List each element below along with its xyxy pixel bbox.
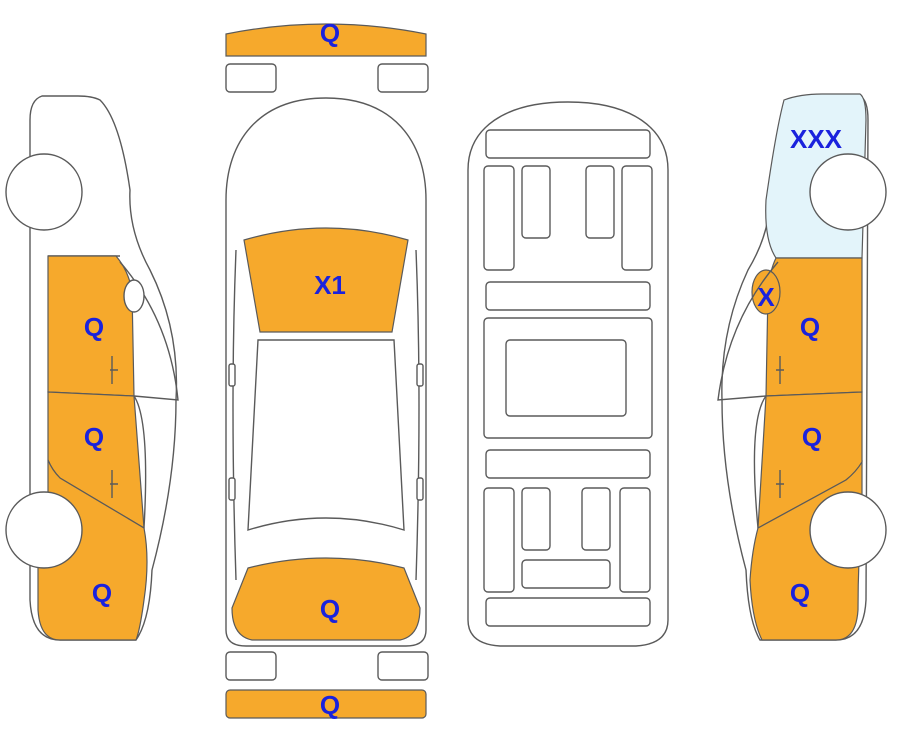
left-mirror-side xyxy=(123,279,145,313)
right-front-handle xyxy=(776,356,784,384)
left-side-line xyxy=(232,249,237,581)
left-front-wheel xyxy=(5,153,83,231)
front-bumper-part[interactable] xyxy=(225,23,427,57)
left-front-door-label: Q xyxy=(84,312,104,342)
right-rear-handle xyxy=(776,470,784,498)
right-mirror xyxy=(416,363,424,387)
underbody-panel xyxy=(585,165,615,239)
right-side-line xyxy=(415,249,420,581)
rear-bumper-part[interactable] xyxy=(225,689,427,719)
top-view: Q X1 Q Q xyxy=(225,18,429,720)
underbody-panel xyxy=(619,487,651,593)
underbody-panel xyxy=(521,559,611,589)
underbody-panel xyxy=(483,487,515,593)
right-rear-quarter-label: Q xyxy=(790,578,810,608)
right-front-door-label: Q xyxy=(800,312,820,342)
underbody-panel xyxy=(485,449,651,479)
front-left-light xyxy=(225,63,277,93)
right-front-spot-part[interactable] xyxy=(751,269,781,315)
windshield-part[interactable] xyxy=(243,227,409,333)
front-bumper-label: Q xyxy=(320,18,340,48)
rear-bumper-label: Q xyxy=(320,690,340,720)
underbody-panel xyxy=(521,487,551,551)
underbody-panel xyxy=(483,165,515,271)
trunk-label: Q xyxy=(320,594,340,624)
right-front-spot-label: X xyxy=(757,282,775,312)
right-rear-wheel xyxy=(809,491,887,569)
underbody-panel xyxy=(581,487,611,551)
rear-right-light xyxy=(377,651,429,681)
right-front-wheel xyxy=(809,153,887,231)
underbody-panel xyxy=(485,281,651,311)
rear-left-light xyxy=(225,651,277,681)
trunk-part[interactable] xyxy=(231,557,421,641)
underbody-view xyxy=(467,101,669,647)
roof-outline xyxy=(247,339,405,531)
right-rear-door-label: Q xyxy=(802,422,822,452)
left-rear-door-label: Q xyxy=(84,422,104,452)
front-right-light xyxy=(377,63,429,93)
right-front-fender-label: XXX xyxy=(790,124,843,154)
left-rear-quarter-label: Q xyxy=(92,578,112,608)
left-rear-wheel xyxy=(5,491,83,569)
underbody-panel xyxy=(485,597,651,627)
underbody-panel xyxy=(485,129,651,159)
right-window xyxy=(717,261,779,529)
left-side-view: Q Q Q xyxy=(5,95,179,641)
underbody-panel xyxy=(505,339,627,417)
left-mirror xyxy=(228,363,236,387)
underbody-panel xyxy=(521,165,551,239)
left-handle xyxy=(228,477,236,501)
underbody-panel xyxy=(621,165,653,271)
right-handle xyxy=(416,477,424,501)
left-rear-handle xyxy=(110,470,118,498)
left-window xyxy=(119,261,179,529)
left-front-handle xyxy=(110,356,118,384)
windshield-label: X1 xyxy=(314,270,346,300)
